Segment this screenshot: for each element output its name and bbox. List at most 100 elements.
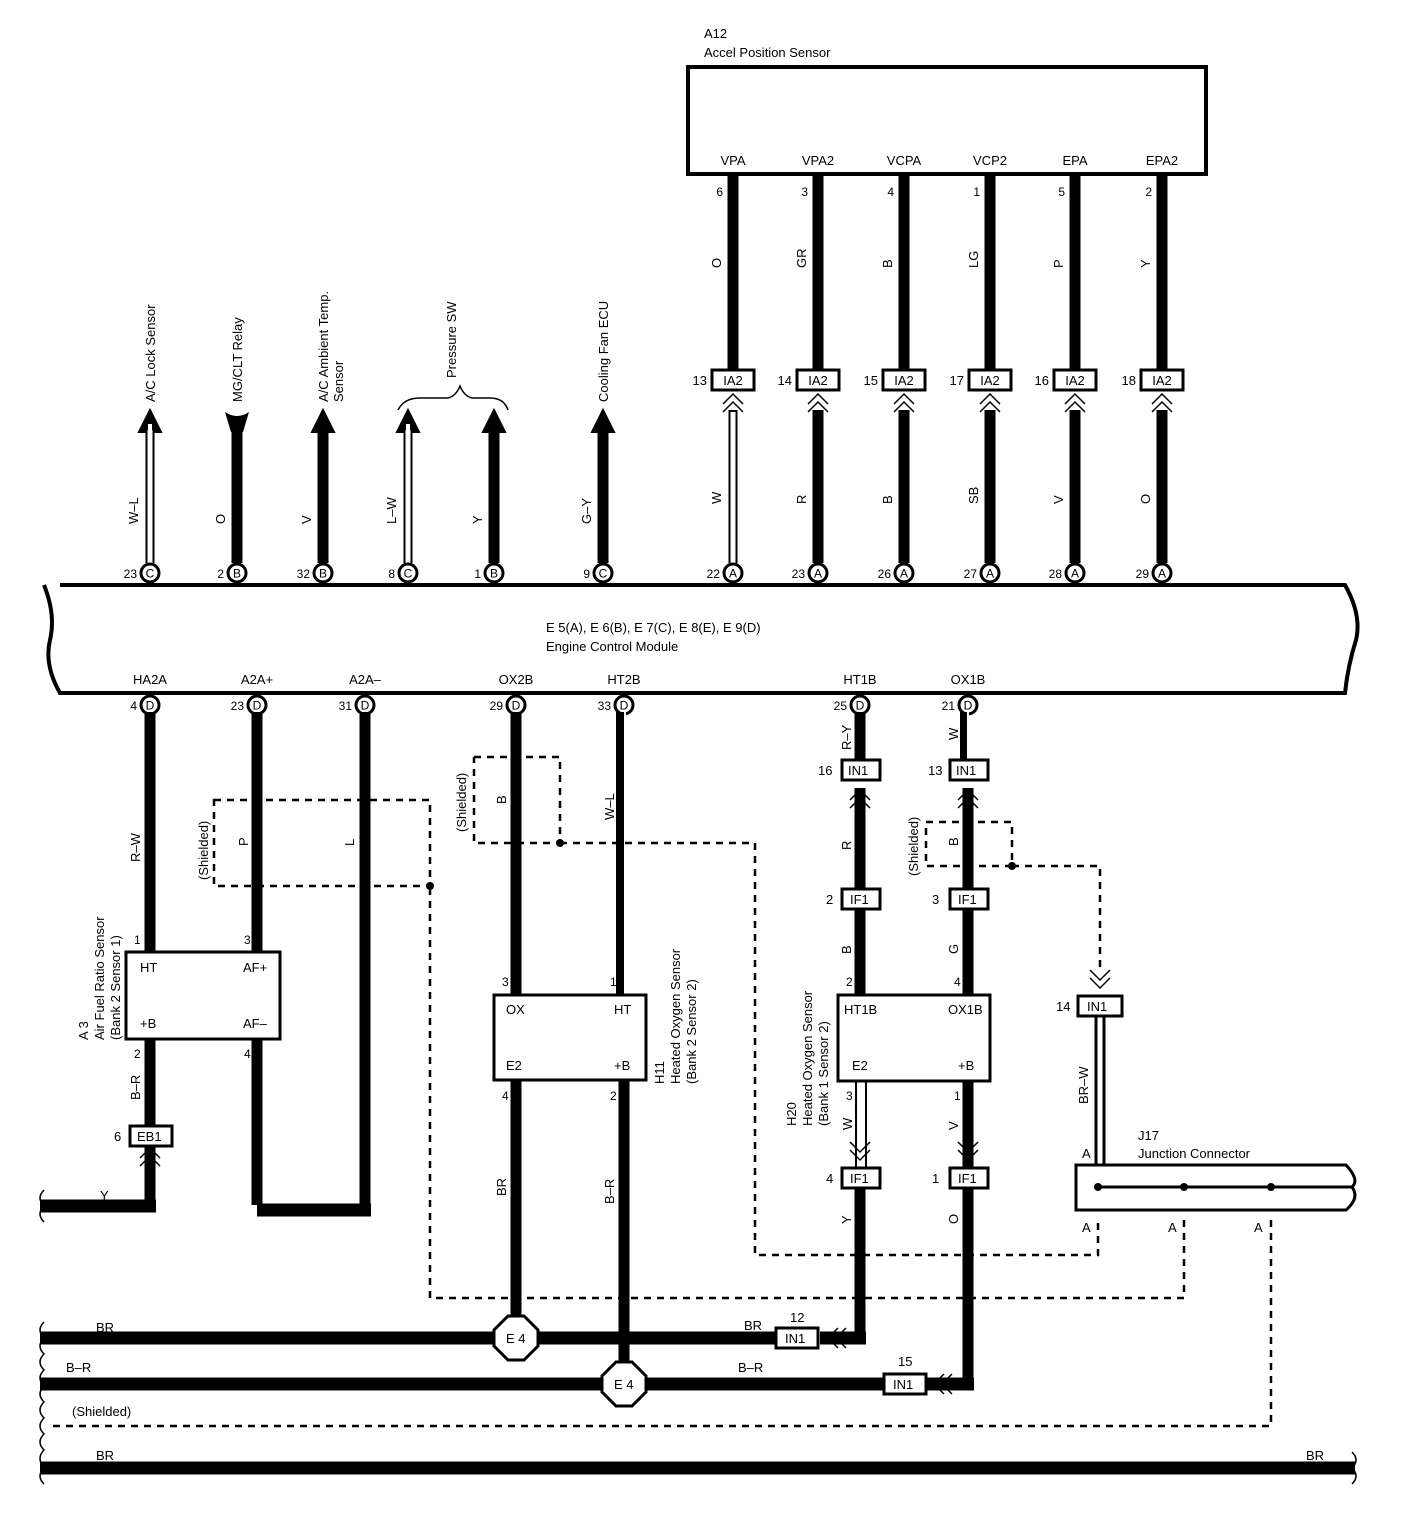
ecm-conn-up-1-letter: B (233, 567, 241, 581)
svg-text:3: 3 (502, 975, 509, 989)
svg-text:(Shielded): (Shielded) (72, 1404, 131, 1419)
up-arrow-1 (225, 412, 249, 432)
svg-text:HT: HT (614, 1002, 631, 1017)
ia2-arrow-3 (979, 392, 1001, 413)
if1-1-connector (948, 1166, 990, 1190)
ground-bus (39, 1321, 1357, 1485)
svg-text:1: 1 (134, 933, 141, 947)
ecm-pin-up-5: 9 (583, 567, 590, 581)
ia2-pin-1: 14 (778, 373, 792, 388)
svg-text:3: 3 (932, 892, 939, 907)
ia2-pin-2: 15 (864, 373, 878, 388)
svg-text:4: 4 (954, 975, 961, 989)
ecm-conn-a-2-letter: A (900, 567, 908, 581)
svg-text:W: W (840, 1117, 855, 1130)
ecm-pin-a-1: 23 (792, 567, 806, 581)
svg-text:BR: BR (96, 1320, 114, 1335)
ecm-conn-a-4-circle (1064, 562, 1086, 584)
a3-shielded-label: (Shielded) (196, 821, 211, 880)
a3-pin-b: +B (140, 1016, 156, 1031)
svg-text:16: 16 (818, 763, 832, 778)
ia2-connector-5 (1139, 368, 1185, 392)
ecm-conn-up-3-circle (397, 562, 419, 584)
svg-text:IF1: IF1 (850, 892, 869, 907)
h11-wiring (510, 712, 630, 1362)
up-dest-1: MG/CLT Relay (230, 317, 245, 402)
upper-outputs: W–LA/C Lock Sensor23CLCKIOMG/CLT Relay2B… (124, 291, 617, 607)
svg-text:B–R: B–R (66, 1360, 91, 1375)
svg-text:IN1: IN1 (1087, 999, 1107, 1014)
a12-pin-2: 4 (887, 185, 894, 199)
ecm-low-sig-6: OX1B (951, 672, 986, 687)
svg-text:G: G (946, 944, 961, 954)
svg-text:(Shielded): (Shielded) (906, 817, 921, 876)
ecm-conn-up-1-circle (226, 562, 248, 584)
svg-text:BR: BR (744, 1318, 762, 1333)
a12-color-top-3: LG (966, 251, 981, 268)
ecm-low-pin-3: 29 (490, 699, 504, 713)
ecm-conn-up-0-letter: C (146, 567, 155, 581)
svg-text:3: 3 (846, 1089, 853, 1103)
svg-text:IN1: IN1 (785, 1331, 805, 1346)
ecm-pin-a-4: 28 (1049, 567, 1063, 581)
ia2-label-2: IA2 (894, 373, 914, 388)
ecm-low-sig-0: HA2A (133, 672, 167, 687)
a12-id: A12 (704, 26, 727, 41)
in1-13-connector (948, 758, 990, 782)
ecm-pin-a-3: 27 (964, 567, 978, 581)
a12-color-bot-4: V (1051, 495, 1066, 504)
ia2-arrow-4 (1064, 392, 1086, 413)
up-dest-0: A/C Lock Sensor (143, 304, 158, 402)
ecm-conn-a-1-circle (807, 562, 829, 584)
if1-2-connector (840, 887, 882, 911)
ecm-low-conn-4-letter: D (620, 699, 629, 713)
svg-text:OX1B: OX1B (948, 1002, 983, 1017)
svg-text:2: 2 (134, 1047, 141, 1061)
ecm-conn-up-0-circle (139, 562, 161, 584)
a12-sig-3: VCP2 (973, 153, 1007, 168)
a3-wire-afm-color: L (342, 839, 357, 846)
svg-text:3: 3 (244, 933, 251, 947)
h20-sensor-box (836, 993, 992, 1083)
svg-text:A: A (1082, 1220, 1091, 1235)
svg-text:B: B (494, 795, 509, 804)
ia2-connector-1 (795, 368, 841, 392)
svg-text:+B: +B (614, 1058, 630, 1073)
svg-text:Y: Y (839, 1215, 854, 1224)
ecm-conn-a-1-letter: A (814, 567, 822, 581)
svg-text:13: 13 (928, 763, 942, 778)
ia2-label-1: IA2 (808, 373, 828, 388)
a12-color-top-2: B (880, 259, 895, 268)
ecm-low-pin-2: 31 (339, 699, 353, 713)
a12-pin-0: 6 (716, 185, 723, 199)
in1-14-connector (1076, 994, 1124, 1018)
svg-text:OX: OX (506, 1002, 525, 1017)
svg-text:IN1: IN1 (893, 1377, 913, 1392)
ecm-conn-a-5-letter: A (1158, 567, 1166, 581)
e4-ground-point-1 (492, 1314, 540, 1362)
up-color-5: G–Y (579, 498, 594, 524)
ecm-pin-up-3: 8 (388, 567, 395, 581)
up-color-4: Y (470, 515, 485, 524)
svg-text:H11: H11 (652, 1061, 667, 1084)
svg-text:4: 4 (502, 1089, 509, 1103)
ecm-conn-a-2-circle (893, 562, 915, 584)
a3-wire-afp-color: P (236, 837, 251, 846)
ecm-low-pin-5: 25 (834, 699, 848, 713)
up-arrow-2 (310, 407, 336, 433)
svg-text:(Shielded): (Shielded) (454, 773, 469, 832)
svg-text:1: 1 (610, 975, 617, 989)
ecm-conn-up-3-letter: C (404, 567, 413, 581)
j17-id: J17 (1138, 1128, 1159, 1143)
up-dest-2: A/C Ambient Temp. (316, 291, 331, 402)
a12-sig-1: VPA2 (802, 153, 834, 168)
a12-color-top-1: GR (794, 249, 809, 269)
ecm-low-sig-5: HT1B (843, 672, 876, 687)
ecm-connectors: E 5(A), E 6(B), E 7(C), E 8(E), E 9(D) (546, 620, 761, 635)
ia2-connector-0 (710, 368, 756, 392)
svg-text:2: 2 (610, 1089, 617, 1103)
in1-15-connector (882, 1372, 928, 1396)
up-color-2: V (299, 515, 314, 524)
ecm-pin-a-5: 29 (1136, 567, 1150, 581)
ecm-low-conn-3-letter: D (512, 699, 521, 713)
